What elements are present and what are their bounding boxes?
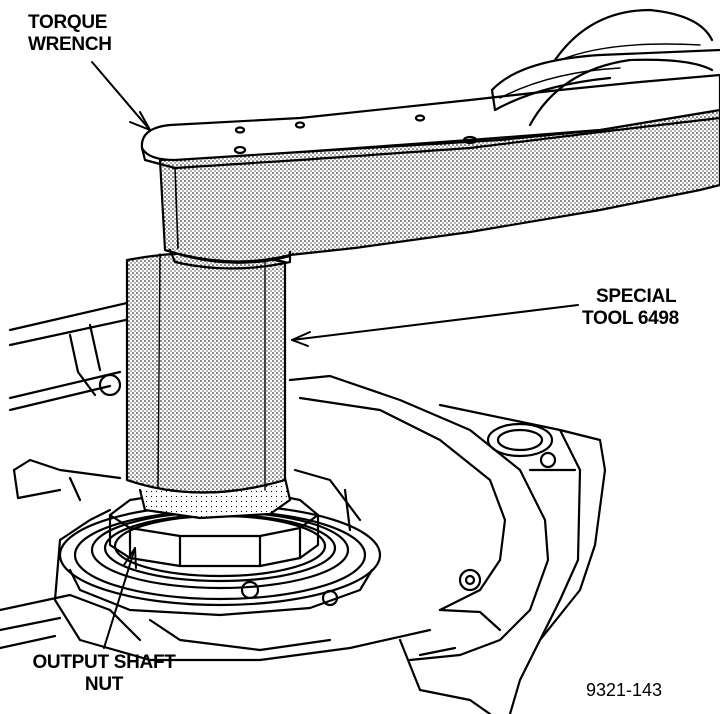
output-shaft-nut-label-line-2: NUT bbox=[84, 674, 124, 695]
output-shaft-nut-label-line-1: OUTPUT SHAFT bbox=[32, 652, 176, 673]
leader-lines bbox=[91, 61, 579, 649]
torque-wrench-label-line-2: WRENCH bbox=[28, 34, 112, 55]
torque-wrench-label: TORQUE WRENCH bbox=[28, 12, 112, 56]
special-tool-label-line-2: TOOL 6498 bbox=[582, 308, 679, 329]
transmission-case bbox=[0, 298, 607, 714]
special-tool-socket bbox=[125, 251, 292, 520]
torque-wrench-dial bbox=[490, 8, 720, 127]
special-tool-label-line-1: SPECIAL bbox=[596, 286, 677, 307]
special-tool-label: SPECIAL TOOL 6498 bbox=[582, 286, 679, 330]
torque-wrench-label-line-1: TORQUE bbox=[28, 12, 108, 33]
output-shaft-nut-label: OUTPUT SHAFT NUT bbox=[14, 652, 194, 696]
torque-wrench-body bbox=[140, 73, 720, 270]
figure-number: 9321-143 bbox=[586, 680, 663, 700]
